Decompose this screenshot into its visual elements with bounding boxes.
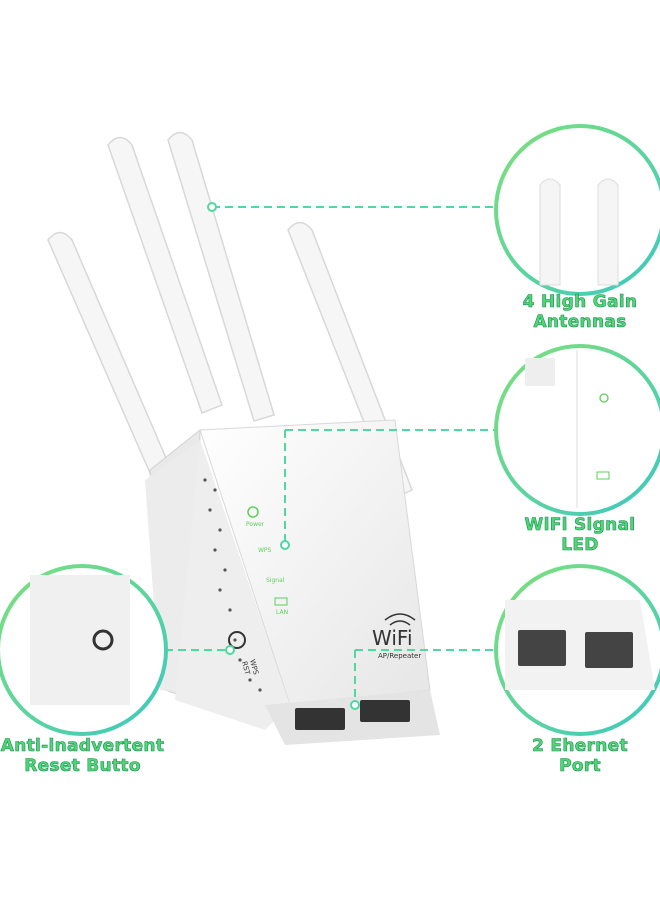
- label-line: WiFi Signal: [524, 515, 636, 536]
- callout-antennas: [494, 124, 660, 296]
- label-line: Port: [559, 756, 601, 777]
- led-label-wps: WPS: [258, 547, 272, 554]
- power-led-icon: [247, 506, 259, 518]
- callout-lines: [165, 206, 495, 705]
- callout-label-leds: WiFi Signal LED: [495, 515, 660, 556]
- label-line: 4 High Gain: [522, 292, 638, 313]
- antenna-1: [47, 231, 183, 507]
- label-line: Anti-inadvertent: [0, 736, 165, 757]
- label-line: LED: [561, 535, 599, 556]
- ethernet-port-1: [295, 708, 345, 730]
- lan-led-icon: [274, 597, 288, 606]
- wifi-logo-icon: [384, 613, 416, 626]
- extender-body: WPS RST Power WPS Signal LAN WiFi AP/Rep…: [145, 419, 440, 745]
- button-label-rst: RST: [240, 660, 251, 676]
- led-label-power: Power: [246, 521, 265, 528]
- callout-reset-button: [0, 564, 168, 736]
- antenna-3: [167, 131, 275, 422]
- ethernet-port-2: [360, 700, 410, 722]
- button-label-wps: WPS: [248, 658, 260, 676]
- wps-rst-button[interactable]: [228, 631, 246, 649]
- callout-label-reset: Anti-inadvertent Reset Butto: [0, 736, 165, 777]
- model-text: AP/Repeater: [378, 652, 421, 660]
- led-label-signal: Signal: [266, 577, 285, 584]
- antennas: [47, 131, 413, 507]
- antenna-2: [107, 136, 223, 414]
- callout-ethernet: [494, 564, 660, 736]
- callout-leds: [494, 344, 660, 516]
- label-line: 2 Ehernet: [532, 736, 628, 757]
- callout-label-ethernet: 2 Ehernet Port: [495, 736, 660, 777]
- callout-label-antennas: 4 High Gain Antennas: [495, 292, 660, 333]
- wifi-logo-text: WiFi: [372, 626, 413, 650]
- label-line: Reset Butto: [24, 756, 141, 777]
- led-label-lan: LAN: [276, 609, 288, 616]
- label-line: Antennas: [533, 312, 627, 333]
